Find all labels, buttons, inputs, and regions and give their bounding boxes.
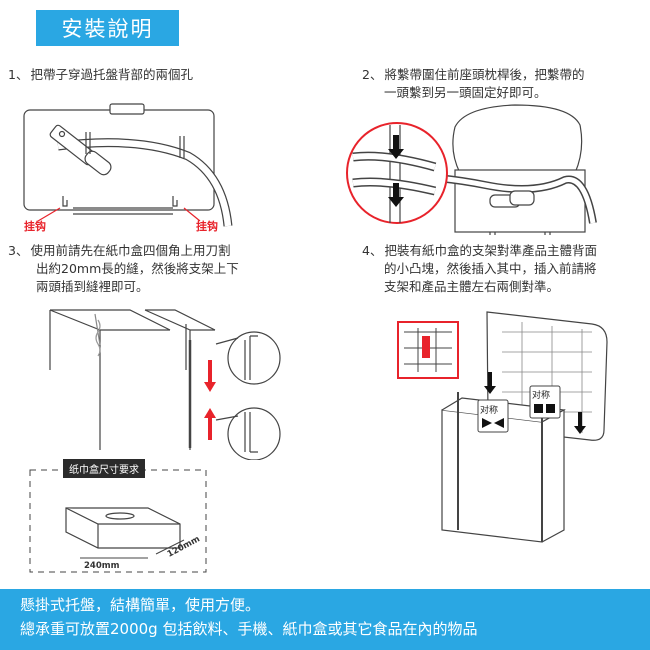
step-4-text: 4、把裝有紙巾盒的支架對準產品主體背面 的小凸塊，然後插入其中，插入前請將 支架… (362, 242, 597, 296)
illustration-box-corner-slits (49, 309, 281, 460)
banner-line-1: 懸掛式托盤，結構簡單，使用方便。 (20, 596, 261, 614)
step-1-num: 1、 (8, 67, 29, 82)
step-2-line-2: 一頭繫到另一頭固定好即可。 (384, 85, 547, 100)
box-size-title: 纸巾盒尺寸要求 (63, 459, 145, 478)
align-label-right: 对称 (532, 391, 551, 401)
step-4-num: 4、 (362, 243, 383, 258)
page-title-text: 安裝說明 (61, 17, 154, 41)
step-4-line-1: 把裝有紙巾盒的支架對準產品主體背面 (384, 243, 597, 258)
box-width-label: 240mm (84, 561, 120, 571)
step-3-line-2: 出約20mm長的縫，然後將支架上下 (36, 261, 239, 276)
align-label-left: 对称 (480, 406, 499, 416)
hook-label-right: 挂钩 (196, 220, 218, 233)
step-3-line-3: 兩頭插到縫裡即可。 (36, 279, 149, 294)
page-title: 安裝說明 (36, 10, 179, 46)
step-1-line-1: 把帶子穿過托盤背部的兩個孔 (30, 67, 193, 82)
step-2-text: 2、將繫帶圍住前座頭枕桿後，把繫帶的 一頭繫到另一頭固定好即可。 (362, 66, 584, 102)
step-2-line-1: 將繫帶圍住前座頭枕桿後，把繫帶的 (384, 67, 585, 82)
illustration-headrest-strap (346, 104, 597, 235)
step-3-num: 3、 (8, 243, 29, 258)
banner-line-2: 總承重可放置2000g 包括飲料、手機、紙巾盒或其它食品在內的物品 (20, 620, 478, 638)
step-4-line-2: 的小凸塊，然後插入其中，插入前請將 (384, 261, 597, 276)
step-3-text: 3、使用前請先在紙巾盒四個角上用刀割 出約20mm長的縫，然後將支架上下 兩頭插… (8, 242, 239, 296)
step-2-num: 2、 (362, 67, 383, 82)
bottom-banner: 懸掛式托盤，結構簡單，使用方便。 總承重可放置2000g 包括飲料、手機、紙巾盒… (0, 589, 650, 650)
illustration-tray-back-strap (23, 103, 233, 227)
hook-label-left: 挂钩 (24, 220, 46, 233)
step-3-line-1: 使用前請先在紙巾盒四個角上用刀割 (30, 243, 231, 258)
step-4-line-3: 支架和產品主體左右兩側對準。 (384, 279, 560, 294)
box-size-dashed-frame (29, 469, 207, 573)
illustration-attach-holder (397, 311, 608, 543)
step-1-text: 1、把帶子穿過托盤背部的兩個孔 (8, 66, 193, 84)
